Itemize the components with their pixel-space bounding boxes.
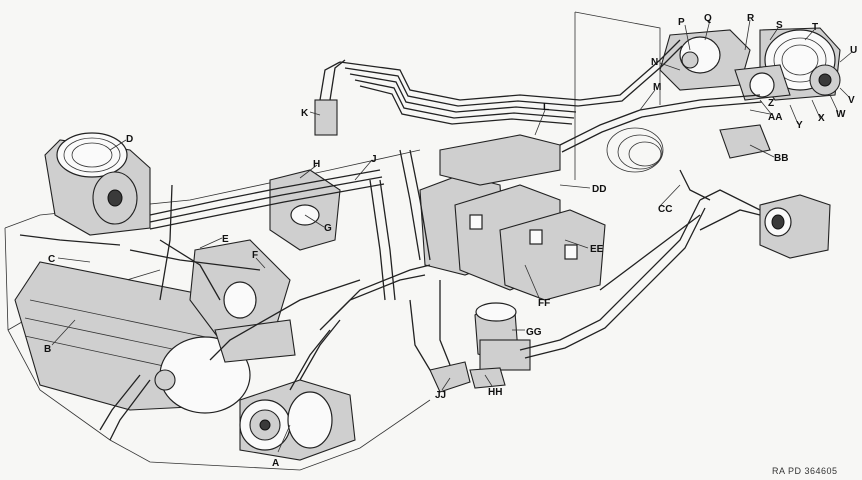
callout-dd: DD xyxy=(592,184,606,195)
leader-lines xyxy=(51,19,853,453)
callout-b: B xyxy=(44,344,51,355)
valve-bank xyxy=(419,134,606,301)
callout-a: A xyxy=(272,458,279,469)
callout-j: J xyxy=(371,154,377,165)
reservoir-gg xyxy=(474,302,531,371)
callout-ee: EE xyxy=(590,244,604,255)
callout-x: X xyxy=(818,113,825,124)
callout-h: H xyxy=(313,159,320,170)
distribution-block-k xyxy=(314,59,346,136)
callout-jj: JJ xyxy=(435,390,446,401)
callout-w: W xyxy=(836,109,846,120)
callout-l: L xyxy=(543,102,549,113)
callout-n: N xyxy=(651,57,658,68)
callout-e: E xyxy=(222,234,229,245)
callout-f: F xyxy=(252,250,258,261)
callout-ff: FF xyxy=(538,298,550,309)
callout-t: T xyxy=(812,22,818,33)
rear-motor-assembly xyxy=(659,27,841,101)
callout-hh: HH xyxy=(488,387,502,398)
callout-bb: BB xyxy=(774,153,788,164)
callout-gg: GG xyxy=(526,327,542,338)
callout-s: S xyxy=(776,20,783,31)
rear-reservoir-box xyxy=(759,194,831,259)
callout-q: Q xyxy=(704,13,712,24)
callout-u: U xyxy=(850,45,857,56)
callout-aa: AA xyxy=(768,112,782,123)
coiled-lines-bb xyxy=(606,124,771,173)
callout-cc: CC xyxy=(658,204,672,215)
callout-p: P xyxy=(678,17,685,28)
firewall-panel xyxy=(574,11,661,180)
callout-y: Y xyxy=(796,120,803,131)
front-motor-d xyxy=(44,132,151,236)
front-pump-a xyxy=(239,379,356,461)
callout-v: V xyxy=(848,95,855,106)
callout-k: K xyxy=(301,108,309,119)
callout-z: Z xyxy=(768,98,774,109)
callout-labels: A B C D E F G H J K L M N P Q R S T U V … xyxy=(44,13,857,469)
callout-c: C xyxy=(48,254,55,265)
callout-r: R xyxy=(747,13,755,24)
callout-m: M xyxy=(653,82,661,93)
callout-g: G xyxy=(324,223,332,234)
fittings-hh-jj xyxy=(429,361,506,393)
valve-cluster-h xyxy=(269,169,341,251)
drawing-reference-number: RA PD 364605 xyxy=(772,466,838,476)
callout-d: D xyxy=(126,134,133,145)
